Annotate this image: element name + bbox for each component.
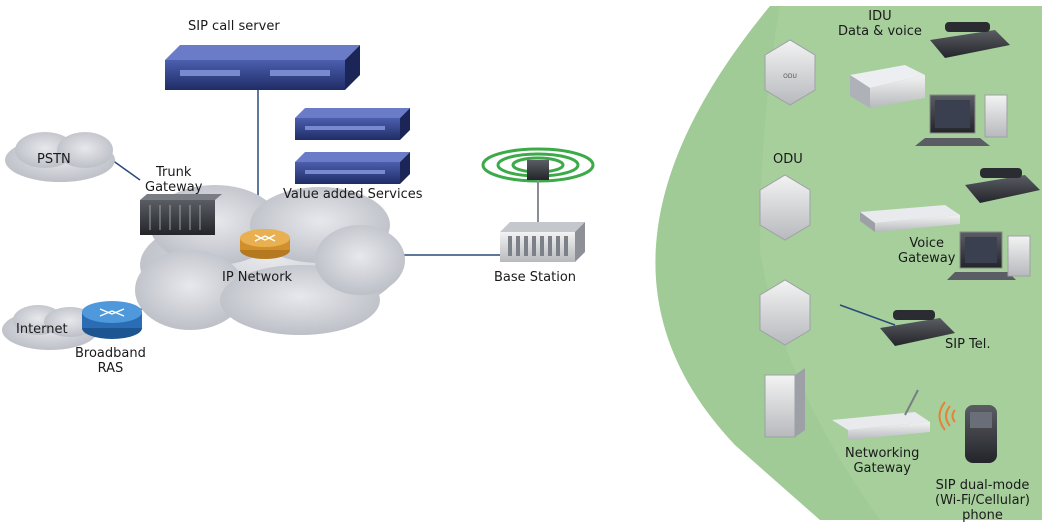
- odu-unit-1-icon: ODU: [764, 39, 816, 106]
- svg-text:ODU: ODU: [783, 73, 797, 80]
- desk-phone-2-icon: [965, 168, 1040, 203]
- value-added-server-1-icon: [295, 108, 410, 140]
- desk-phone-1-icon: [930, 22, 1010, 58]
- broadband-ras-label-line2: RAS: [97, 361, 124, 376]
- idu-label-line2: Data & voice: [838, 24, 922, 39]
- sip-dual-mode-label: SIP dual-mode (Wi-Fi/Cellular) phone: [935, 478, 1030, 523]
- base-station-icon: [500, 222, 585, 262]
- voice-gateway-icon: [860, 205, 960, 232]
- broadband-ras-router-icon: [82, 301, 142, 339]
- ip-network-label: IP Network: [222, 270, 293, 285]
- odu-unit-3-icon: [759, 279, 811, 346]
- base-station-antenna-icon: [527, 160, 549, 228]
- pstn-label: PSTN: [37, 152, 71, 167]
- networking-gateway-label-line1: Networking: [845, 446, 920, 461]
- networking-gateway-label: Networking Gateway: [845, 446, 919, 476]
- idu-device-icon: [850, 65, 925, 108]
- dual-mode-phone-icon: [965, 405, 997, 463]
- voice-gateway-label-line2: Gateway: [898, 251, 956, 266]
- networking-gateway-icon: [832, 389, 930, 440]
- ip-network-cloud: [135, 185, 405, 335]
- pc-2-icon: [947, 231, 1031, 280]
- trunk-gateway-label: Trunk Gateway: [145, 165, 202, 195]
- broadband-ras-label-line1: Broadband: [75, 346, 146, 361]
- base-station-label: Base Station: [494, 270, 577, 285]
- value-added-server-2-icon: [295, 152, 410, 184]
- sip-call-server-icon: [165, 45, 360, 90]
- networking-gateway-label-line2: Gateway: [853, 461, 911, 476]
- trunk-gateway-label-line2: Gateway: [145, 180, 203, 195]
- odu-label: ODU: [773, 152, 803, 167]
- broadband-ras-label: Broadband RAS: [75, 346, 146, 376]
- sip-dual-mode-label-line3: phone: [962, 508, 1003, 523]
- idu-label: IDU Data & voice: [838, 9, 922, 39]
- pstn-cloud: [5, 132, 115, 182]
- sip-tel-label: SIP Tel.: [945, 337, 991, 352]
- wifi-access-point-icon: [764, 368, 805, 438]
- voice-gateway-label-line1: Voice: [909, 236, 945, 251]
- internet-cloud: [2, 305, 98, 350]
- ip-network-router-icon: [240, 229, 290, 259]
- idu-label-line1: IDU: [868, 9, 892, 24]
- voice-gateway-label: Voice Gateway: [898, 236, 955, 266]
- sip-dual-mode-label-line2: (Wi-Fi/Cellular): [935, 493, 1030, 508]
- sip-dual-mode-label-line1: SIP dual-mode: [935, 478, 1030, 493]
- internet-label: Internet: [16, 322, 68, 337]
- trunk-gateway-icon: [140, 194, 222, 235]
- sip-call-server-label: SIP call server: [188, 19, 280, 34]
- pc-1-icon: [915, 94, 1008, 146]
- value-added-services-label: Value added Services: [283, 187, 423, 202]
- wifi-signal-icon: [938, 401, 956, 431]
- trunk-gateway-label-line1: Trunk: [156, 165, 192, 180]
- odu-unit-2-icon: [759, 174, 811, 241]
- sip-telephone-icon: [880, 310, 955, 346]
